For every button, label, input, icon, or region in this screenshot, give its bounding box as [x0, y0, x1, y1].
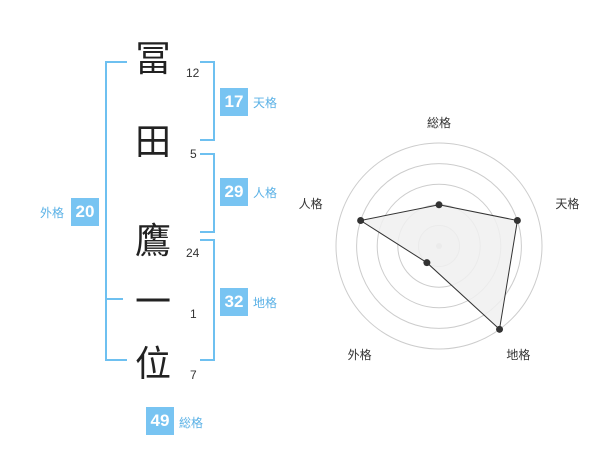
radar-point-3: [423, 259, 431, 267]
chikaku-label: 地格: [253, 296, 278, 310]
gaikaku-badge: 20: [71, 198, 99, 226]
chikaku-bracket: [200, 239, 215, 361]
radar-axis-label-chikaku: 地格: [506, 348, 531, 363]
stroke-count-4: 1: [190, 307, 197, 321]
tenkaku-bracket: [200, 61, 215, 141]
gaikaku-bracket-mid: [105, 298, 123, 300]
radar-point-4: [357, 217, 365, 225]
gaikaku-bracket: [105, 61, 127, 361]
stroke-count-3: 24: [186, 246, 200, 260]
name-character-3: 鷹: [134, 221, 171, 262]
stroke-count-5: 7: [190, 368, 197, 382]
jinkaku-badge: 29: [220, 178, 248, 206]
name-character-4: 一: [134, 282, 171, 323]
tenkaku-badge: 17: [220, 88, 248, 116]
chikaku-badge: 32: [220, 288, 248, 316]
radar-series-polygon: [359, 204, 518, 331]
soukaku-label: 総格: [179, 416, 204, 430]
jinkaku-label: 人格: [253, 186, 278, 200]
tenkaku-label: 天格: [253, 96, 278, 110]
jinkaku-bracket: [200, 153, 215, 233]
radar-point-0: [435, 201, 443, 209]
name-character-2: 田: [134, 122, 171, 163]
radar-ring-4: [356, 163, 522, 329]
stroke-count-2: 5: [190, 147, 197, 161]
radar-axis-label-soukaku: 総格: [426, 116, 452, 130]
radar-point-2: [496, 325, 504, 333]
name-character-1: 冨: [134, 39, 171, 80]
gaikaku-label: 外格: [40, 206, 65, 220]
radar-ring-5: [335, 142, 543, 350]
radar-axis-label-tenkaku: 天格: [555, 197, 580, 212]
name-character-5: 位: [134, 344, 171, 385]
soukaku-badge: 49: [146, 407, 174, 435]
stroke-count-1: 12: [186, 66, 200, 80]
radar-axis-label-gaikaku: 外格: [347, 348, 372, 363]
radar-axis-label-jinkaku: 人格: [298, 197, 323, 212]
radar-point-1: [513, 217, 521, 225]
